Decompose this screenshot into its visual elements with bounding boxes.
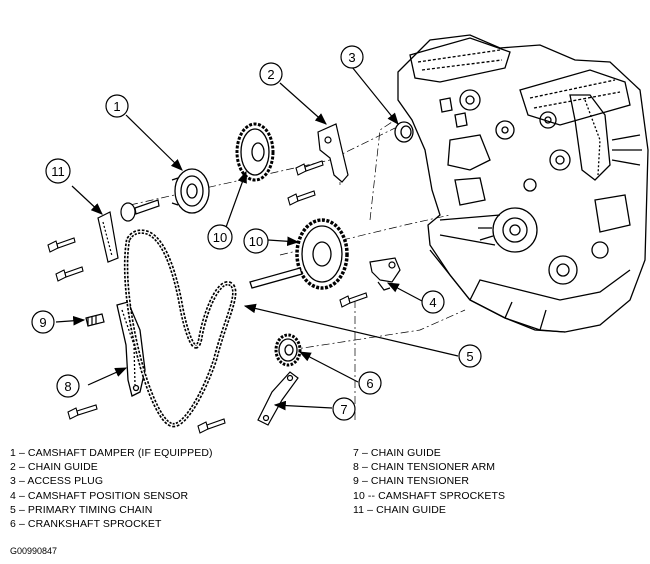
crankshaft-sprocket-illustration [274,333,302,367]
svg-text:2: 2 [267,67,274,82]
exploded-timing-diagram: 1 2 3 4 5 6 7 8 9 10 10 11 [31,34,649,434]
chain-guide-upper-illustration [317,123,349,183]
callout-6: 6 [358,371,382,395]
callout-11: 11 [45,158,71,184]
bolts-illustration [47,160,368,434]
engine-block-illustration [397,34,649,333]
callout-10: 10 [207,224,233,250]
svg-text:5: 5 [466,349,473,364]
legend-item-11: 11 – CHAIN GUIDE [353,503,447,516]
camshaft-sprocket-upper-illustration [235,122,275,182]
svg-text:3: 3 [348,50,355,65]
parts-legend: 1 – CAMSHAFT DAMPER (IF EQUIPPED) 2 – CH… [10,446,640,546]
svg-text:7: 7 [340,402,347,417]
callout-10-lower: 10 [243,228,269,254]
damper-bolt-illustration [120,199,160,222]
callout-3: 3 [340,45,364,69]
chain-guide-left-illustration [97,211,119,263]
callout-5: 5 [458,344,482,368]
primary-timing-chain-illustration [123,229,237,428]
legend-column-right: 7 – CHAIN GUIDE 8 – CHAIN TENSIONER ARM … [353,446,505,517]
chain-tensioner-illustration [85,313,105,327]
callout-4: 4 [421,290,445,314]
leader-arrows [55,66,459,411]
callout-8: 8 [56,374,80,398]
legend-column-left: 1 – CAMSHAFT DAMPER (IF EQUIPPED) 2 – CH… [10,446,213,531]
chain-guide-lower-illustration [257,371,299,426]
legend-item-1: 1 – CAMSHAFT DAMPER (IF EQUIPPED) [10,447,213,459]
callout-2: 2 [259,62,283,86]
svg-text:8: 8 [64,379,71,394]
legend-item-2: 2 – CHAIN GUIDE [10,461,98,474]
svg-text:9: 9 [39,315,46,330]
svg-text:6: 6 [366,376,373,391]
svg-text:4: 4 [429,295,436,310]
callout-1: 1 [105,94,129,118]
camshaft-sprocket-lower-illustration [249,218,349,290]
camshaft-damper-illustration [171,168,210,214]
legend-item-9: 9 – CHAIN TENSIONER [353,475,470,488]
legend-item-8: 8 – CHAIN TENSIONER ARM [353,461,496,474]
legend-item-7: 7 – CHAIN GUIDE [353,447,441,459]
legend-item-6: 6 – CRANKSHAFT SPROCKET [10,518,162,531]
svg-text:10: 10 [213,230,227,245]
svg-text:10: 10 [249,234,263,249]
svg-text:1: 1 [113,99,120,114]
callout-7: 7 [332,397,356,421]
svg-text:11: 11 [51,164,65,179]
legend-item-4: 4 – CAMSHAFT POSITION SENSOR [10,489,189,502]
legend-item-3: 3 – ACCESS PLUG [10,475,104,488]
callout-9: 9 [31,310,55,334]
legend-item-10: 10 -- CAMSHAFT SPROCKETS [353,489,506,502]
legend-item-5: 5 – PRIMARY TIMING CHAIN [10,503,153,516]
access-plug-illustration [394,121,414,143]
camshaft-position-sensor-illustration [369,257,401,291]
figure-code: G00990847 [10,546,58,556]
